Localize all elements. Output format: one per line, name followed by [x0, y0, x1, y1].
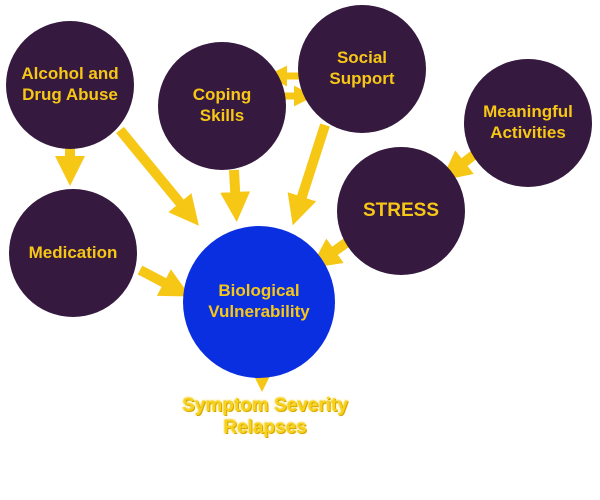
node-meaningful-activities: Meaningful Activities	[464, 59, 592, 187]
node-label: Meaningful Activities	[483, 102, 573, 142]
node-coping-skills: Coping Skills	[158, 42, 286, 170]
node-label: Coping Skills	[192, 85, 252, 125]
arrow-social-to-biological	[287, 123, 330, 226]
node-biological-vulnerability: Biological Vulnerability	[183, 226, 335, 378]
node-stress: STRESS	[337, 147, 465, 275]
node-label: Medication	[28, 242, 118, 262]
node-medication: Medication	[9, 189, 137, 317]
node-alcohol-drug-abuse: Alcohol and Drug Abuse	[6, 21, 134, 149]
arrow-coping-to-biological	[220, 169, 251, 222]
arrow-medication-to-biological	[137, 265, 191, 297]
arrow-alcohol-to-biological	[116, 126, 199, 226]
node-label: Biological Vulnerability	[208, 281, 310, 321]
node-social-support: Social Support	[298, 5, 426, 133]
node-label: Social Support	[329, 48, 395, 88]
outcome-label: Symptom Severity Relapses	[182, 395, 348, 438]
node-label: STRESS	[362, 200, 440, 222]
node-label: Alcohol and Drug Abuse	[21, 64, 119, 104]
